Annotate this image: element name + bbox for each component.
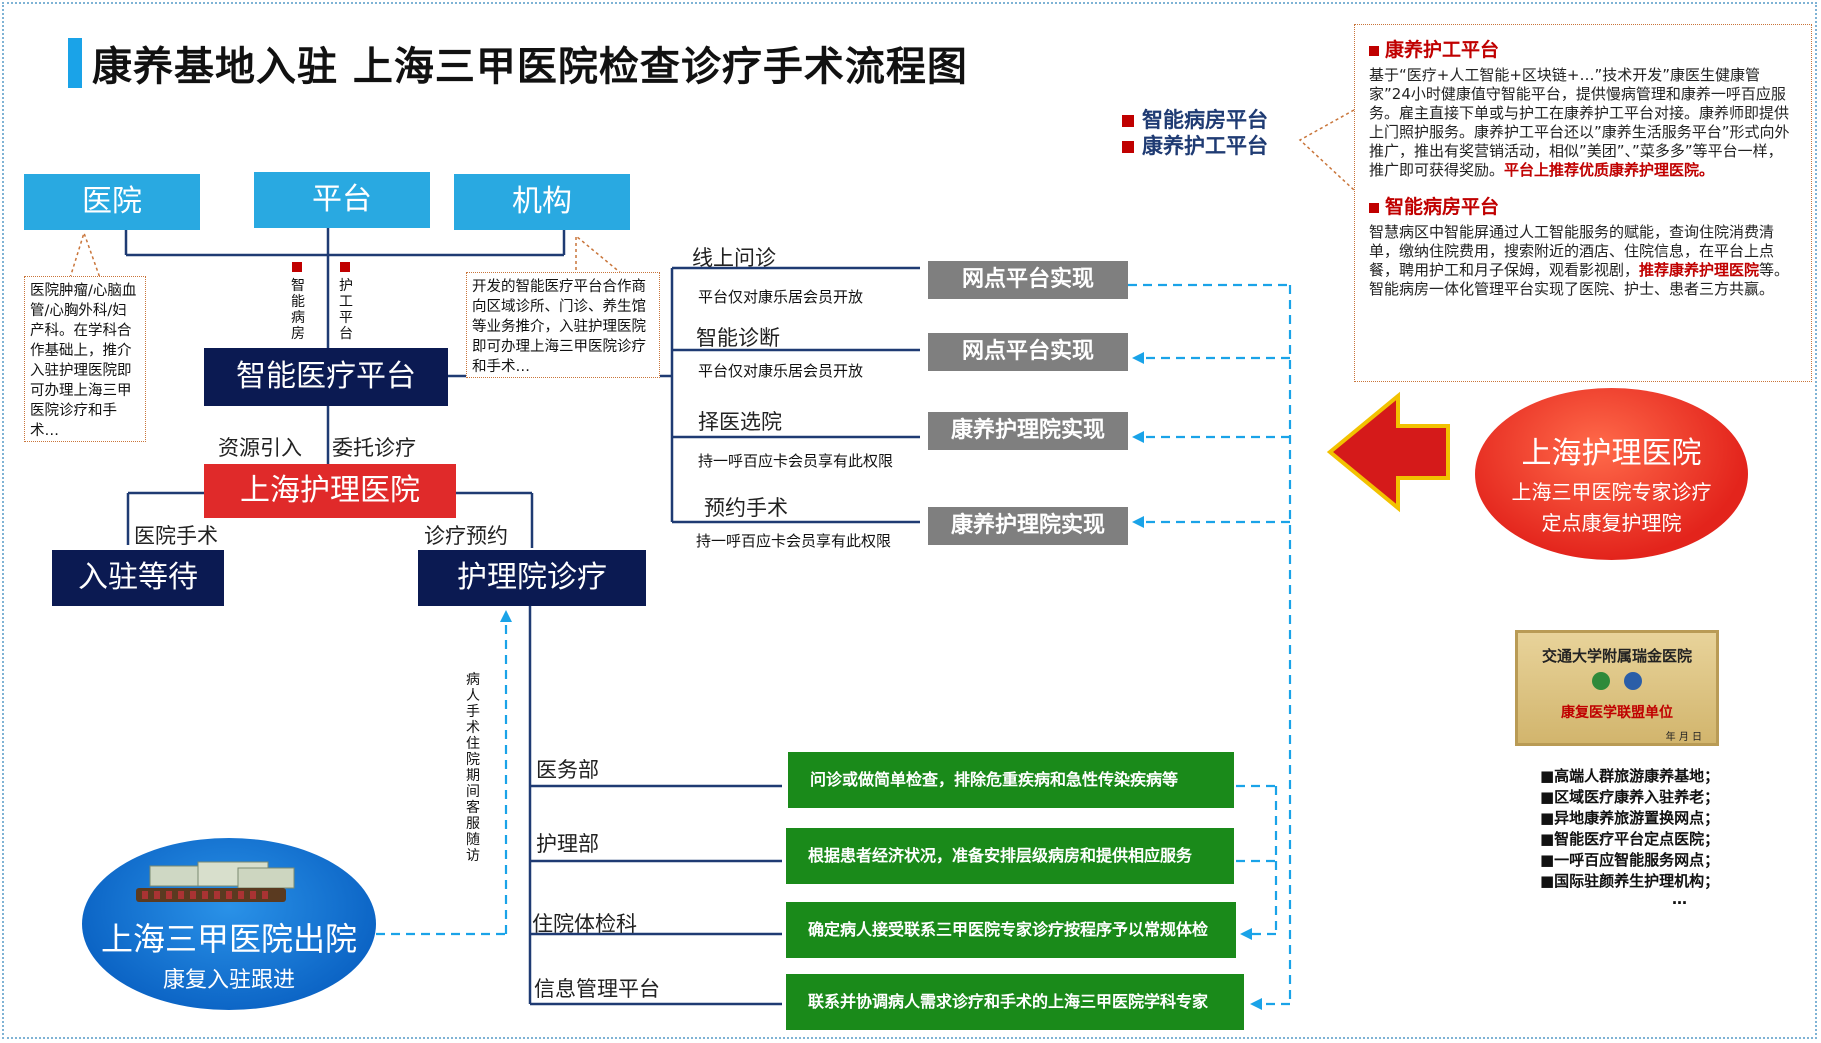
ellipse-line: 定点康复护理院 — [1541, 511, 1682, 535]
bullet-item: … — [1672, 890, 1687, 908]
service-impl-box: 康养护理院实现 — [928, 507, 1128, 545]
panel-section-text: 基于“医疗+人工智能+区块链+…”技术开发”康医生健康管家”24小时健康值守智能… — [1369, 66, 1797, 180]
department-name: 护理部 — [536, 832, 599, 856]
panel-section-title-text: 康养护工平台 — [1385, 39, 1500, 61]
hospital-box: 医院 — [24, 174, 200, 230]
hospital-surgery-label: 医院手术 — [134, 524, 218, 548]
bullet-item: ■区域医疗康养入驻养老； — [1540, 788, 1720, 806]
shanghai-nursing-hospital-ellipse: 上海护理医院 上海三甲医院专家诊疗 定点康复护理院 — [1475, 388, 1748, 560]
hospital-note: 医院肿瘤/心脑血管/心胸外科/妇产科。在学科合作基础上，推介入驻护理医院即可办理… — [24, 276, 146, 442]
platform-box: 平台 — [254, 172, 430, 228]
smart-medical-platform-box: 智能医疗平台 — [204, 348, 448, 406]
smart-ward-vertical-label: 智能病房 — [291, 278, 305, 342]
service-name: 线上问诊 — [692, 246, 776, 270]
service-note: 持一呼百应卡会员享有此权限 — [698, 452, 894, 470]
department-name: 住院体检科 — [532, 912, 637, 936]
ellipse-subtitle: 康复入驻跟进 — [162, 968, 295, 993]
platform-tag-label: 智能病房平台 — [1142, 108, 1268, 132]
panel-section-body: 智慧病区中智能屏通过人工智能服务的赋能，查询住院消费清单，缴纳住院费用，搜索附近… — [1369, 223, 1775, 279]
ellipse-line: 上海三甲医院专家诊疗 — [1511, 480, 1712, 504]
badge-arc-text: 交通大学附属瑞金医院 — [1541, 647, 1692, 665]
platform-description-panel: 康养护工平台 基于“医疗+人工智能+区块链+…”技术开发”康医生健康管家”24小… — [1354, 24, 1812, 382]
section-marker — [1369, 203, 1379, 213]
entrusted-diagnosis-label: 委托诊疗 — [332, 436, 416, 460]
badge-date: 年 月 日 — [1665, 732, 1702, 743]
discharge-ellipse: 上海三甲医院出院 康复入驻跟进 — [82, 838, 376, 1010]
platform-tag: 康养护工平台 — [1122, 130, 1268, 160]
department-task-box: 联系并协调病人需求诊疗和手术的上海三甲医院学科专家 — [786, 974, 1244, 1030]
nursing-platform-vertical-label: 护工平台 — [339, 278, 353, 342]
panel-section-body: 等。智能病房一体化管理平台实现了医院、护士、患者三方共赢。 — [1369, 261, 1790, 298]
money-stack-icon — [136, 861, 295, 902]
service-name: 智能诊断 — [696, 326, 780, 350]
title-accent-bar — [68, 38, 82, 88]
department-task-box: 确定病人接受联系三甲医院专家诊疗按程序予以常规体检 — [786, 902, 1236, 958]
bullet-item: ■智能医疗平台定点医院； — [1540, 830, 1720, 848]
institution-box: 机构 — [454, 174, 630, 230]
bullet-item: ■国际驻颜养生护理机构； — [1540, 872, 1720, 890]
panel-section-title: 康养护工平台 — [1369, 35, 1797, 62]
ellipse-title: 上海护理医院 — [1521, 436, 1702, 471]
panel-section-highlight: 推荐康养护理医院 — [1639, 261, 1760, 279]
bullet-item: ■异地康养旅游置换网点； — [1540, 809, 1720, 827]
smart-ward-marker — [292, 262, 302, 272]
big-red-arrow — [1326, 391, 1450, 513]
section-marker — [1369, 46, 1379, 56]
followup-vertical-label: 病人手术住院期间客服随访 — [466, 672, 480, 864]
platform-tag: 智能病房平台 — [1122, 104, 1268, 134]
feature-bullet-list: ■高端人群旅游康养基地； ■区域医疗康养入驻养老； ■异地康养旅游置换网点； ■… — [1540, 766, 1720, 908]
service-name: 择医选院 — [698, 410, 782, 434]
bullet-item: ■一呼百应智能服务网点； — [1540, 851, 1720, 869]
department-task-box: 问诊或做简单检查，排除危重疾病和急性传染疾病等 — [788, 752, 1234, 808]
department-task-box: 根据患者经济状况，准备安排层级病房和提供相应服务 — [786, 828, 1234, 884]
diagnosis-appointment-label: 诊疗预约 — [424, 524, 508, 548]
settle-wait-box: 入驻等待 — [52, 550, 224, 606]
ellipse-title: 上海三甲医院出院 — [100, 920, 357, 958]
emblem-icon — [1592, 672, 1611, 690]
service-impl-box: 网点平台实现 — [928, 333, 1128, 371]
page-title: 康养基地入驻 上海三甲医院检查诊疗手术流程图 — [92, 44, 968, 90]
emblem-icon — [1623, 672, 1642, 690]
resource-introduction-label: 资源引入 — [218, 436, 302, 460]
department-name: 信息管理平台 — [534, 977, 660, 1001]
service-name: 预约手术 — [704, 496, 788, 520]
service-impl-box: 康养护理院实现 — [928, 412, 1128, 450]
badge-emblems — [1518, 672, 1716, 694]
service-impl-box: 网点平台实现 — [928, 261, 1128, 299]
service-note: 平台仅对康乐居会员开放 — [698, 362, 864, 380]
shanghai-nursing-hospital-box: 上海护理医院 — [204, 464, 456, 518]
tag-marker — [1122, 141, 1134, 153]
platform-tag-label: 康养护工平台 — [1142, 134, 1268, 158]
bullet-item: ■高端人群旅游康养基地； — [1540, 767, 1720, 785]
tag-marker — [1122, 115, 1134, 127]
institution-note: 开发的智能医疗平台合作商向区域诊所、门诊、养生馆等业务推介，入驻护理医院即可办理… — [466, 272, 660, 378]
panel-section-title-text: 智能病房平台 — [1385, 196, 1500, 218]
panel-section-body: 基于“医疗+人工智能+区块链+…”技术开发”康医生健康管家”24小时健康值守智能… — [1369, 66, 1790, 179]
panel-section-highlight: 平台上推荐优质康养护理医院。 — [1504, 161, 1715, 179]
department-name: 医务部 — [536, 758, 599, 782]
badge-unit: 康复医学联盟单位 — [1561, 705, 1673, 721]
service-note: 持一呼百应卡会员享有此权限 — [696, 532, 892, 550]
panel-section-text: 智慧病区中智能屏通过人工智能服务的赋能，查询住院消费清单，缴纳住院费用，搜索附近… — [1369, 223, 1797, 299]
alliance-badge: 交通大学附属瑞金医院 康复医学联盟单位 年 月 日 — [1515, 630, 1719, 746]
panel-section-title: 智能病房平台 — [1369, 192, 1797, 219]
nursing-diagnosis-box: 护理院诊疗 — [418, 550, 646, 606]
service-note: 平台仅对康乐居会员开放 — [698, 288, 864, 306]
nursing-platform-marker — [340, 262, 350, 272]
